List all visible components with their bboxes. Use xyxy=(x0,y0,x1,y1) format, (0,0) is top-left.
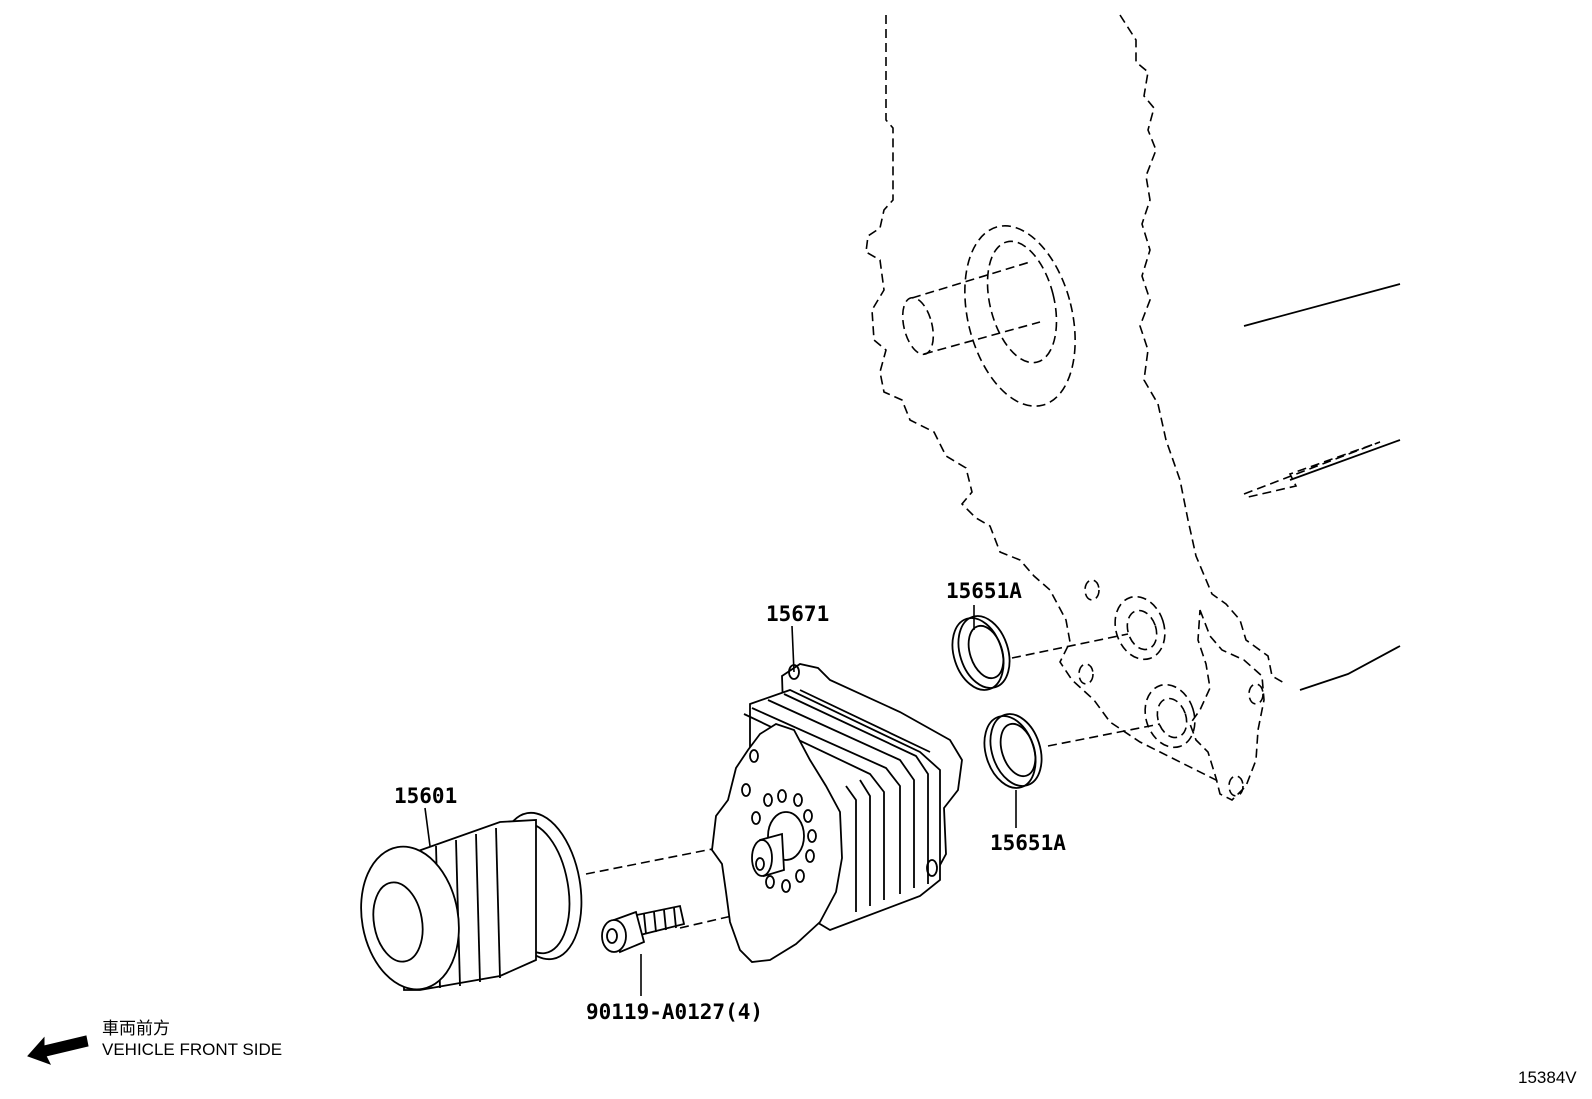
vehicle-front-label-jp: 車両前方 xyxy=(102,1019,170,1038)
engine-block-outline xyxy=(865,14,1401,801)
vehicle-front-label-en: VEHICLE FRONT SIDE xyxy=(102,1040,282,1059)
label-o-ring-lower: 15651A xyxy=(990,831,1066,855)
o-ring-upper xyxy=(951,615,1011,691)
label-bolt: 90119-A0127(4) xyxy=(586,1000,763,1024)
leader-lines xyxy=(424,605,1017,996)
figure-reference: 15384V xyxy=(1518,1068,1577,1087)
label-oil-cooler: 15671 xyxy=(766,602,829,626)
cooler-bolt-holes xyxy=(741,664,938,893)
label-oil-filter: 15601 xyxy=(394,784,457,808)
o-ring-lower xyxy=(983,713,1043,789)
bolt xyxy=(601,904,686,954)
front-direction-arrow-icon xyxy=(27,1035,89,1065)
oil-cooler xyxy=(711,663,963,963)
label-o-ring-upper: 15651A xyxy=(946,579,1022,603)
oil-filter xyxy=(360,811,583,991)
